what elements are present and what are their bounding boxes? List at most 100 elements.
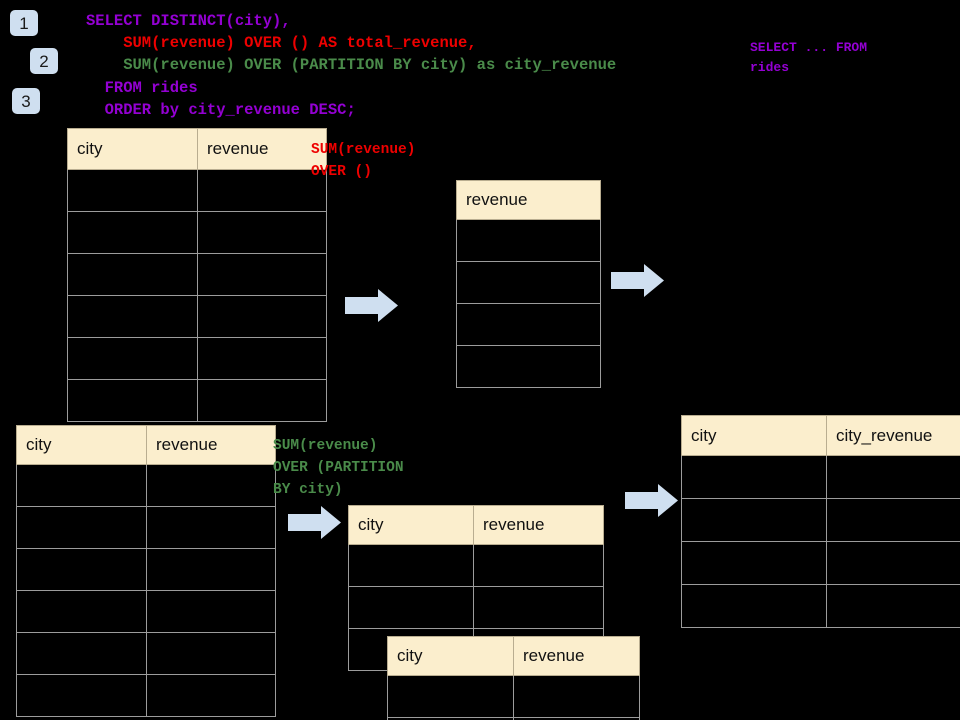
cell-city [67,379,198,422]
cell-revenue [513,675,640,718]
cell-city [16,506,147,549]
flow-arrow-icon [288,506,341,539]
column-header-city: city [387,636,514,676]
cell-city [681,455,827,499]
column-header-city-revenue: city_revenue [826,415,960,456]
flow-arrow-icon [345,289,398,322]
cell-revenue [456,219,601,262]
cell-city [348,544,474,587]
cell-revenue [146,548,276,591]
sql-line-order-by: ORDER by city_revenue DESC; [86,101,356,119]
cell-city [348,586,474,629]
cell-city-revenue [826,455,960,499]
table-row [67,253,327,296]
cell-city [387,675,514,718]
table-row [348,586,604,629]
step-badge-2-label: 2 [39,51,49,71]
column-header-revenue: revenue [473,505,604,545]
table-row [16,674,276,717]
sql-line-total-revenue: SUM(revenue) OVER () AS total_revenue, [86,34,477,52]
table-row [456,219,601,262]
table-row [16,590,276,633]
cell-revenue [456,303,601,346]
table-row [16,506,276,549]
table-header-row: city revenue [67,128,327,170]
table-row [387,717,640,720]
column-header-city: city [16,425,147,465]
annotation-sum-over-empty: SUM(revenue) OVER () [311,142,416,180]
cell-city-revenue [826,541,960,585]
flow-arrow-icon [625,484,678,517]
sql-line-city-revenue: SUM(revenue) OVER (PARTITION BY city) as… [86,56,617,74]
cell-revenue [146,632,276,675]
annotation-select-from-rides-line1: SELECT ... FROM [750,40,868,55]
table-source-bottom: city revenue [16,425,276,717]
step-badge-2: 2 [30,48,58,74]
table-row [681,541,960,585]
table-row [681,498,960,542]
cell-city [67,211,198,254]
table-revenue-only: revenue [456,180,601,388]
table-row [67,169,327,212]
column-header-city: city [348,505,474,545]
cell-city [681,541,827,585]
cell-city [67,169,198,212]
column-header-city: city [67,128,198,170]
cell-revenue [473,586,604,629]
table-row [456,261,601,304]
step-badge-3: 3 [12,88,40,114]
table-row [456,345,601,388]
cell-revenue [146,590,276,633]
cell-revenue [146,506,276,549]
cell-city-revenue [826,498,960,542]
sql-line-select: SELECT DISTINCT(city), [86,12,291,30]
cell-revenue [456,261,601,304]
cell-revenue [473,544,604,587]
cell-revenue [197,337,327,380]
table-row [16,548,276,591]
table-partition-front: city revenue [387,636,640,720]
cell-revenue [197,253,327,296]
table-source-top: city revenue [67,128,327,422]
sql-line-from: FROM rides [86,79,198,97]
cell-revenue [197,295,327,338]
cell-city [16,464,147,507]
annotation-select-from-rides-line2: rides [750,60,790,75]
table-row [67,379,327,422]
cell-city [16,674,147,717]
table-row [67,295,327,338]
column-header-revenue: revenue [513,636,640,676]
cell-revenue [197,211,327,254]
table-header-row: revenue [456,180,601,220]
table-row [387,675,640,718]
cell-revenue [146,464,276,507]
table-row [348,544,604,587]
cell-city [16,548,147,591]
cell-revenue [146,674,276,717]
cell-city [67,253,198,296]
table-row [681,455,960,499]
cell-city [681,584,827,628]
table-row [681,584,960,628]
column-header-revenue: revenue [197,128,327,170]
table-header-row: city city_revenue [681,415,960,456]
step-badge-3-label: 3 [21,91,31,111]
column-header-city: city [681,415,827,456]
table-row [16,632,276,675]
table-result: city city_revenue [681,415,960,628]
cell-city [67,295,198,338]
table-header-row: city revenue [387,636,640,676]
flow-arrow-icon [611,264,664,297]
cell-city [16,590,147,633]
step-badge-1: 1 [10,10,38,36]
table-row [16,464,276,507]
step-badge-1-label: 1 [19,13,29,33]
cell-city [16,632,147,675]
cell-revenue [197,379,327,422]
cell-city [67,337,198,380]
table-header-row: city revenue [348,505,604,545]
cell-revenue [197,169,327,212]
column-header-revenue: revenue [456,180,601,220]
column-header-revenue: revenue [146,425,276,465]
